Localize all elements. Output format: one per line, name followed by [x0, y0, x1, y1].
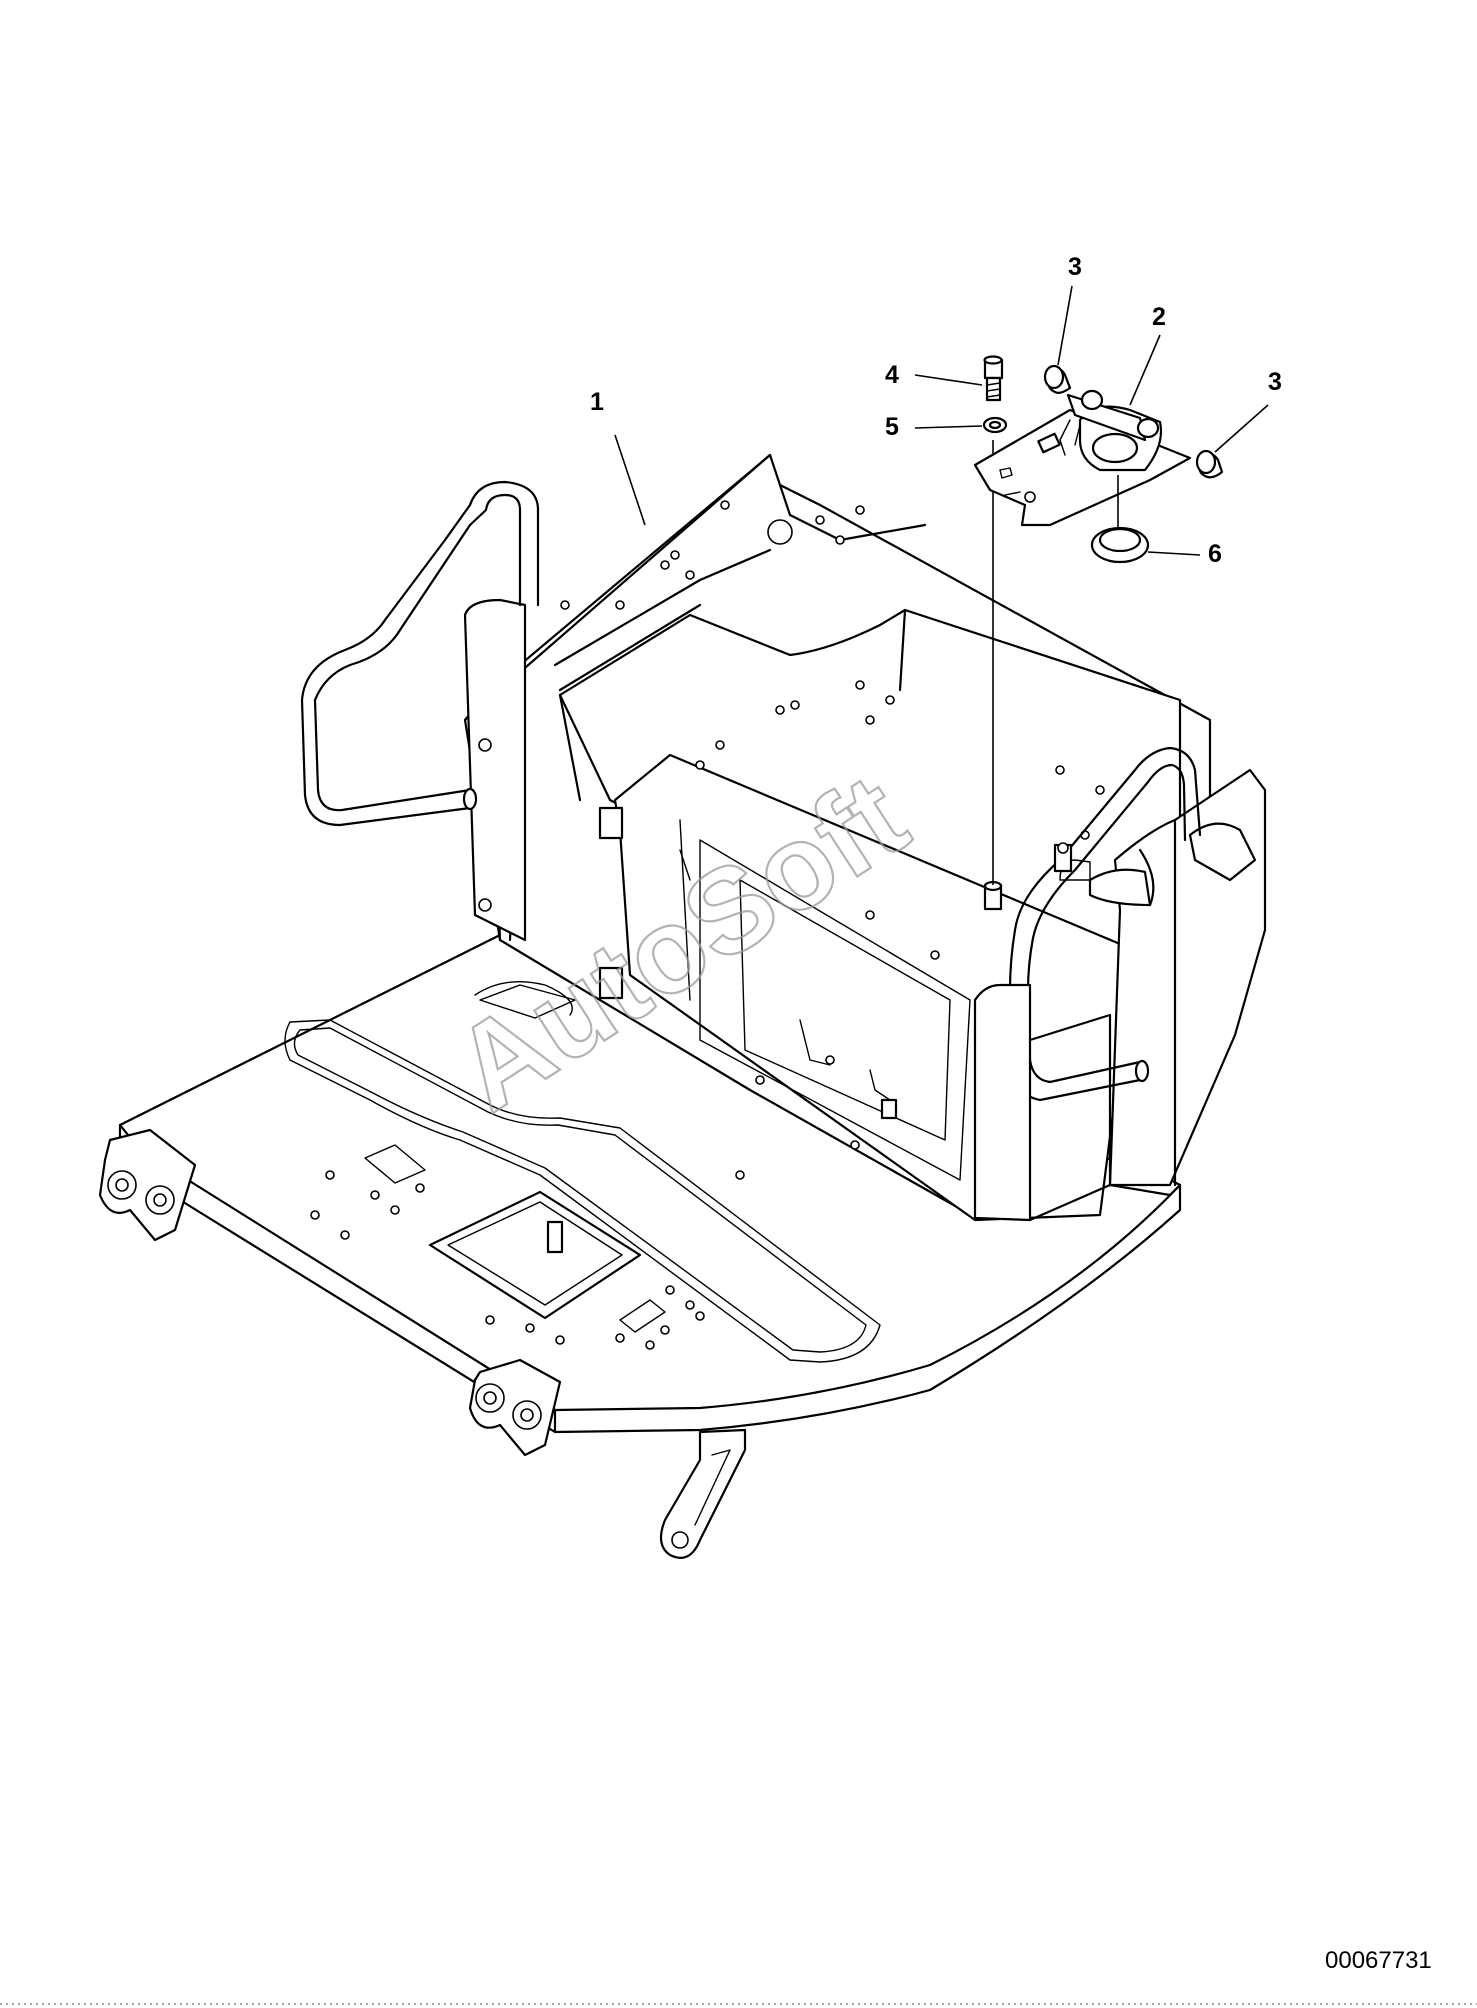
- seat-platform: [558, 608, 1182, 1222]
- svg-text:4: 4: [885, 361, 899, 389]
- part-4-bolt: [983, 355, 1004, 402]
- left-side-post: [463, 598, 527, 942]
- callout-3-top: 3: [1057, 253, 1082, 366]
- callout-3-right: 3: [1214, 368, 1282, 453]
- svg-text:1: 1: [590, 388, 604, 416]
- svg-text:5: 5: [885, 413, 899, 441]
- part-6-grommet: [1090, 475, 1150, 564]
- callout-1: 1: [590, 388, 646, 526]
- floor-plate: [118, 933, 1182, 1434]
- handrail-left: [300, 480, 540, 827]
- callout-6: 6: [1147, 540, 1222, 568]
- callout-4: 4: [885, 361, 983, 389]
- hinge-bracket-left: [98, 1128, 197, 1242]
- document-number: 00067731: [1325, 1947, 1432, 1974]
- svg-text:2: 2: [1152, 303, 1166, 331]
- callout-2: 2: [1129, 303, 1166, 406]
- callout-5: 5: [885, 413, 983, 441]
- part-3-cap-right: [1195, 449, 1224, 479]
- svg-text:3: 3: [1068, 253, 1082, 281]
- svg-text:6: 6: [1208, 540, 1222, 568]
- mount-boss: [983, 880, 1003, 911]
- part-2-bracket: [973, 389, 1192, 527]
- svg-text:3: 3: [1268, 368, 1282, 396]
- right-fender: [1088, 768, 1267, 1187]
- seat-box-front: [973, 842, 1112, 1222]
- hinge-bracket-right: [468, 1358, 562, 1457]
- part-3-cap-left: [1043, 364, 1072, 394]
- part-5-washer: [982, 416, 1008, 434]
- floor-holes: [310, 1170, 745, 1350]
- lower-link-arm: [659, 1428, 747, 1559]
